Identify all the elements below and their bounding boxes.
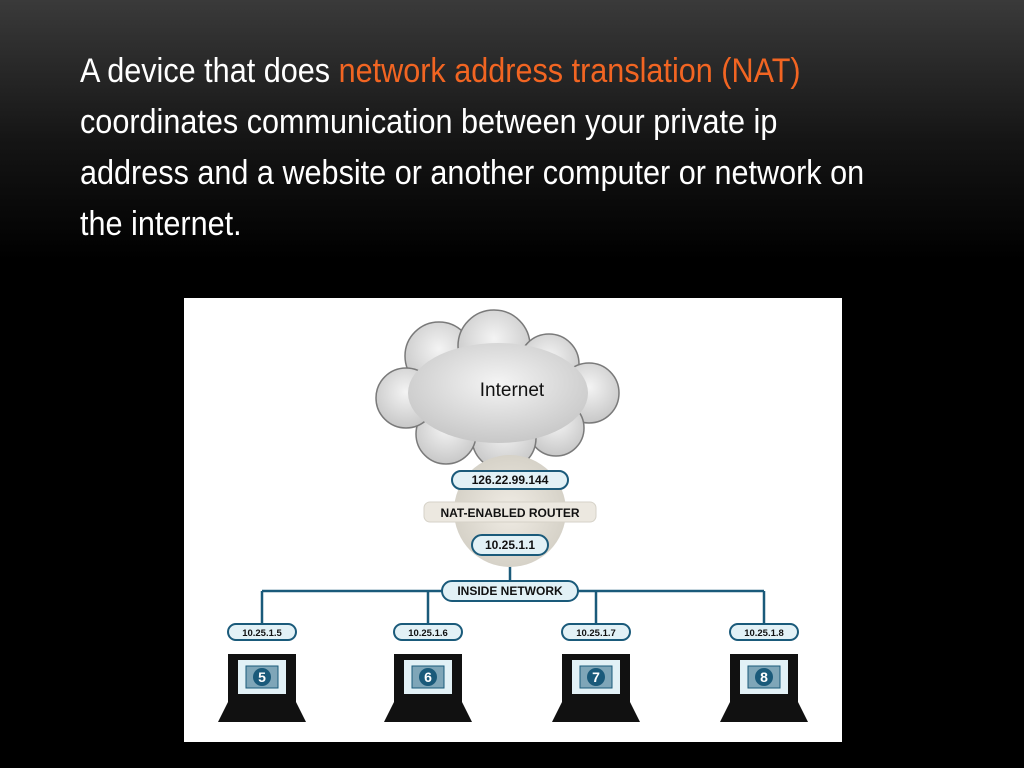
text-rest: coordinates communication between your p… [80, 103, 865, 243]
inside-network-label: INSIDE NETWORK [457, 584, 563, 598]
computer-number: 5 [258, 669, 266, 685]
cloud-label: Internet [480, 380, 545, 401]
public-ip-label: 126.22.99.144 [472, 473, 549, 487]
nat-router-icon: 126.22.99.144 NAT-ENABLED ROUTER 10.25.1… [423, 455, 597, 567]
computer-number: 6 [424, 669, 432, 685]
computer-number: 7 [592, 669, 600, 685]
computer-ip-label: 10.25.1.8 [744, 628, 784, 639]
text-highlight-nat: network address translation (NAT) [338, 52, 801, 90]
router-label: NAT-ENABLED ROUTER [440, 506, 579, 520]
internet-cloud-icon: Internet [375, 309, 620, 471]
nat-diagram: Internet 126.22.99.144 NAT-ENABLED ROUTE… [184, 298, 842, 742]
computer-ip-label: 10.25.1.5 [242, 628, 282, 639]
router-ip-label: 10.25.1.1 [485, 538, 535, 552]
computer-icon: 10.25.1.8 8 [720, 623, 808, 722]
slide-body-text: A device that does network address trans… [80, 46, 872, 250]
text-intro: A device that does [80, 52, 339, 90]
computer-icon: 10.25.1.6 6 [384, 623, 472, 722]
computer-icon: 10.25.1.5 5 [218, 623, 306, 722]
computer-ip-label: 10.25.1.7 [576, 628, 616, 639]
computer-number: 8 [760, 669, 768, 685]
computer-ip-label: 10.25.1.6 [408, 628, 448, 639]
nat-diagram-svg: Internet 126.22.99.144 NAT-ENABLED ROUTE… [218, 309, 808, 722]
computer-icon: 10.25.1.7 7 [552, 623, 640, 722]
